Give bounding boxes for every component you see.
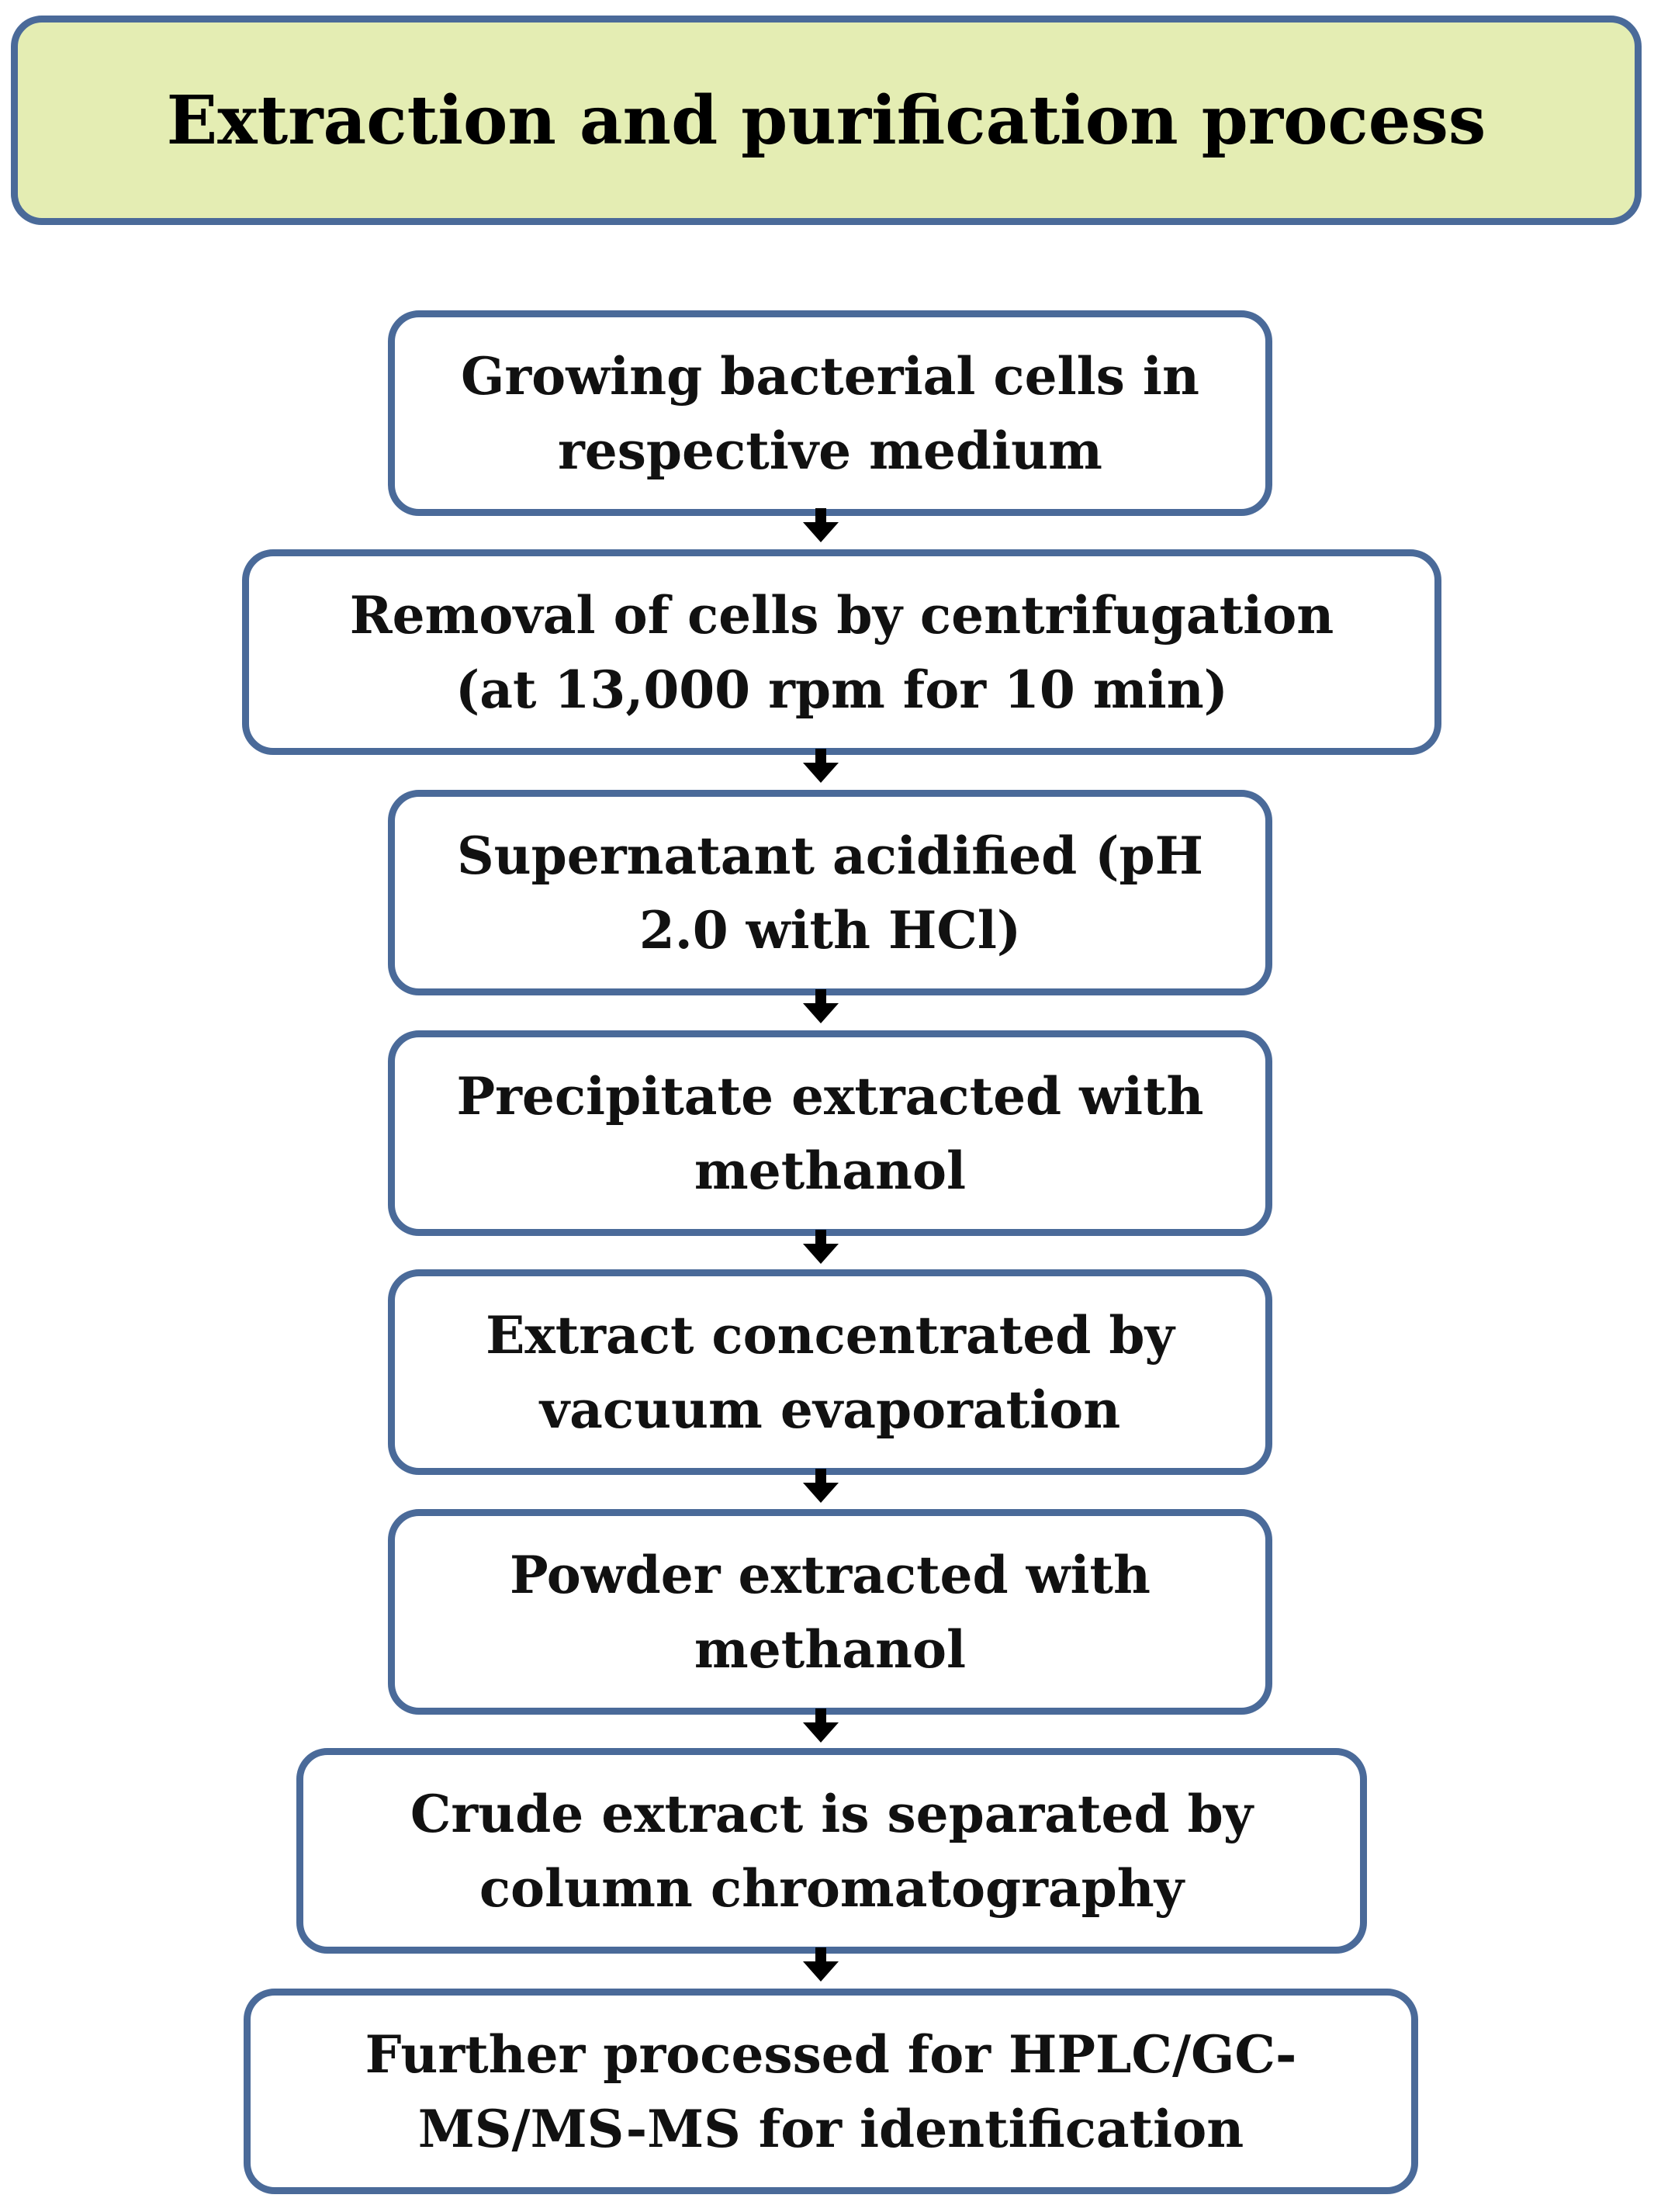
step-centrifugation: Removal of cells by centrifugation (at 1… xyxy=(242,549,1441,755)
down-arrow-icon xyxy=(803,989,839,1023)
step-label: Supernatant acidified (pH 2.0 with HCl) xyxy=(456,825,1204,961)
step-label: Precipitate extracted with methanol xyxy=(456,1065,1204,1201)
step-identification: Further processed for HPLC/GC- MS/MS-MS … xyxy=(244,1989,1418,2194)
step-chromatography: Crude extract is separated by column chr… xyxy=(296,1748,1367,1954)
down-arrow-icon xyxy=(803,1469,839,1503)
down-arrow-icon xyxy=(803,749,839,783)
step-label: Powder extracted with methanol xyxy=(509,1544,1151,1680)
step-acidify: Supernatant acidified (pH 2.0 with HCl) xyxy=(388,790,1272,995)
step-label: Further processed for HPLC/GC- MS/MS-MS … xyxy=(365,2023,1297,2159)
step-grow-cells: Growing bacterial cells in respective me… xyxy=(388,310,1272,516)
title-banner: Extraction and purification process xyxy=(11,16,1642,225)
step-concentrate: Extract concentrated by vacuum evaporati… xyxy=(388,1269,1272,1475)
step-label: Crude extract is separated by column chr… xyxy=(410,1783,1254,1919)
step-label: Removal of cells by centrifugation (at 1… xyxy=(349,584,1334,720)
step-precipitate: Precipitate extracted with methanol xyxy=(388,1030,1272,1236)
step-label: Growing bacterial cells in respective me… xyxy=(461,345,1199,481)
down-arrow-icon xyxy=(803,508,839,542)
down-arrow-icon xyxy=(803,1947,839,1982)
down-arrow-icon xyxy=(803,1708,839,1743)
diagram-title: Extraction and purification process xyxy=(166,81,1486,160)
step-powder-extract: Powder extracted with methanol xyxy=(388,1509,1272,1715)
down-arrow-icon xyxy=(803,1230,839,1264)
step-label: Extract concentrated by vacuum evaporati… xyxy=(486,1304,1175,1440)
